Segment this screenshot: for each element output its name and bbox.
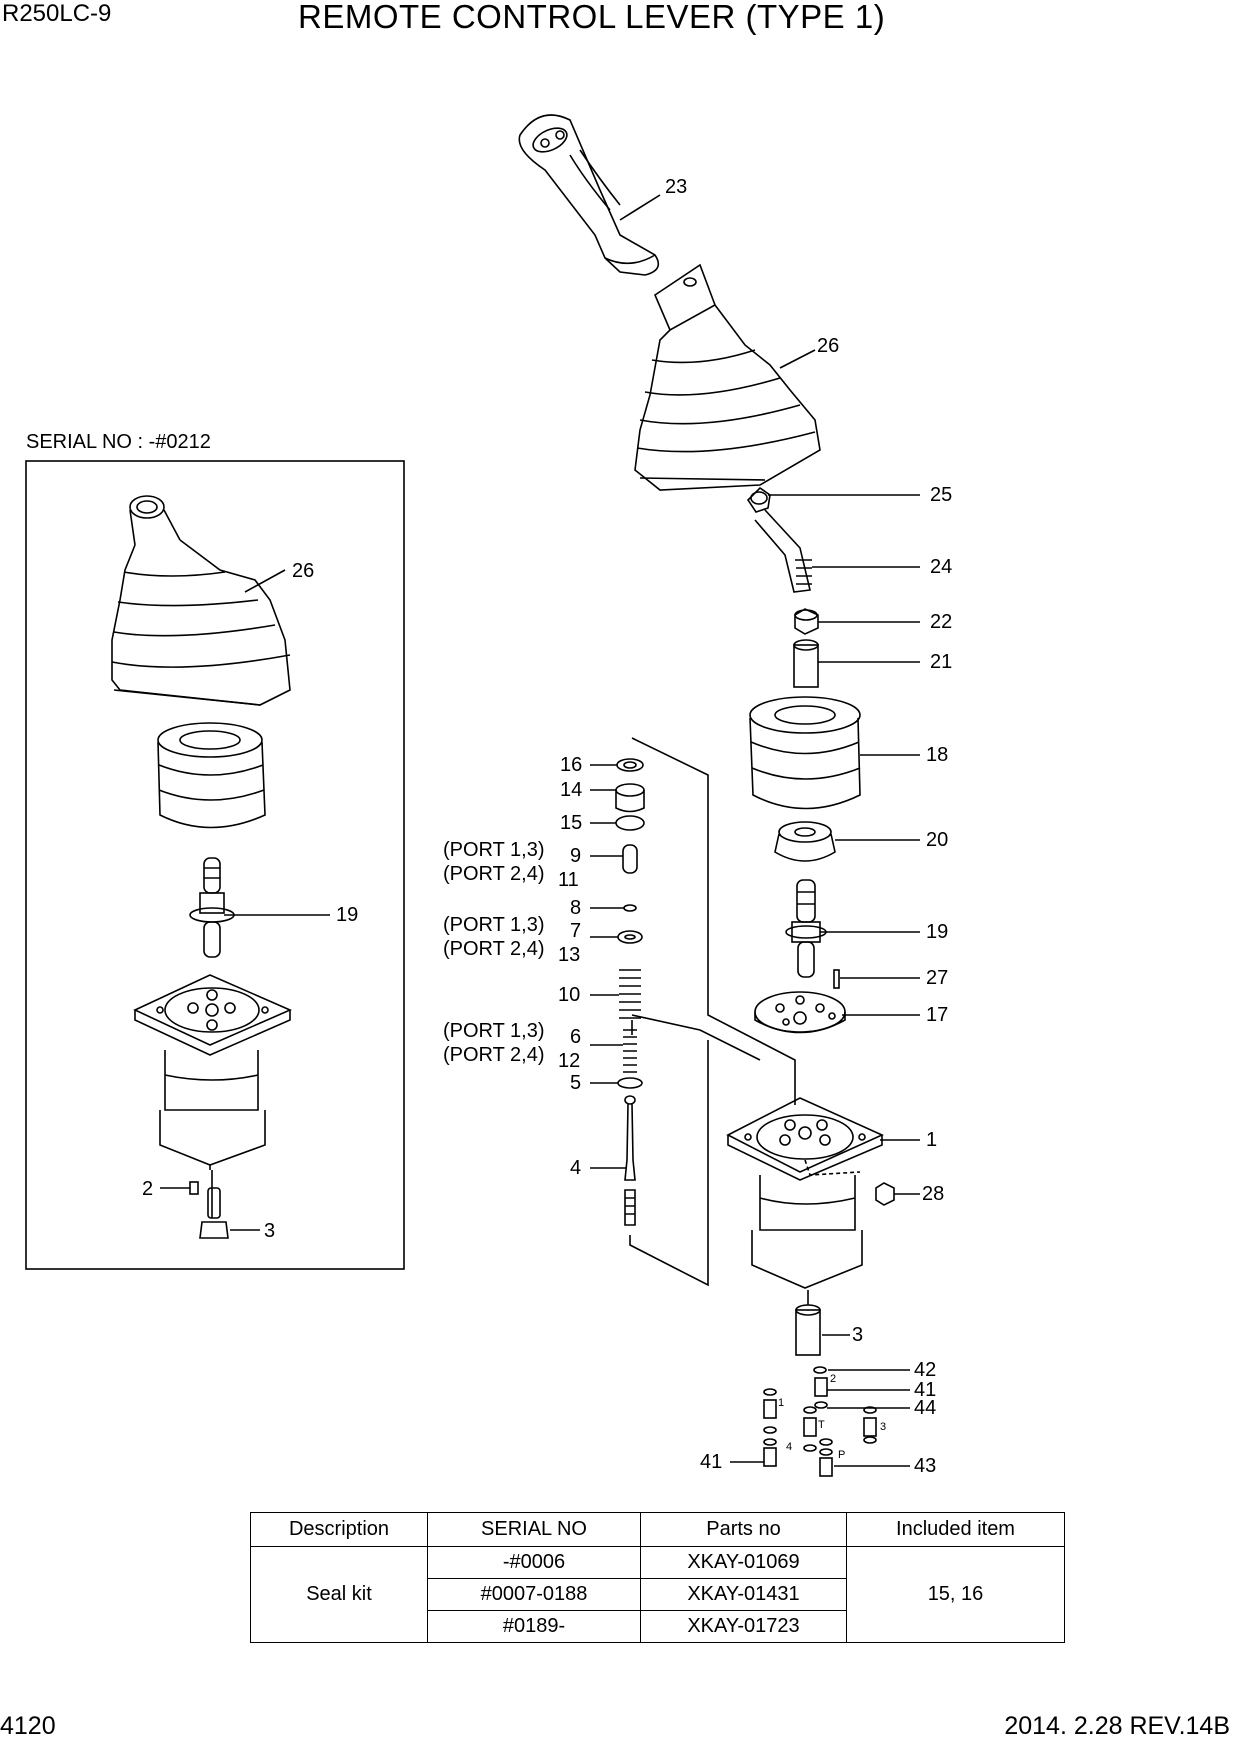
inset-callout-26: 26 <box>292 560 314 582</box>
seal-kit-table: Description SERIAL NO Parts no Included … <box>250 1512 1065 1643</box>
callout-43: 43 <box>914 1455 936 1477</box>
callout-1: 1 <box>926 1129 937 1151</box>
port-mark-2: 2 <box>830 1373 836 1385</box>
callout-8: 8 <box>570 897 581 919</box>
table-header-description: Description <box>250 1512 428 1547</box>
main-housing <box>726 1097 884 1289</box>
table-header-included: Included item <box>846 1512 1065 1547</box>
pin <box>833 969 840 989</box>
table-cell-description: Seal kit <box>250 1546 428 1643</box>
port-label-24-a: (PORT 2,4) <box>443 863 545 885</box>
callout-7: 7 <box>570 920 581 942</box>
main-rod <box>785 879 827 978</box>
callout-44: 44 <box>914 1397 936 1419</box>
callout-5: 5 <box>570 1072 581 1094</box>
port-fittings <box>763 1366 877 1477</box>
pilot-valve-parts <box>615 758 645 1226</box>
callout-15: 15 <box>560 812 582 834</box>
port-label-24-c: (PORT 2,4) <box>443 1044 545 1066</box>
callout-13: 13 <box>558 944 580 966</box>
main-boot <box>634 263 821 491</box>
page-title: REMOTE CONTROL LEVER (TYPE 1) <box>298 0 886 35</box>
lever-rod <box>754 509 812 593</box>
table-header-serial: SERIAL NO <box>427 1512 641 1547</box>
callout-22: 22 <box>930 611 952 633</box>
callout-18: 18 <box>926 744 948 766</box>
port-label-13-b: (PORT 1,3) <box>443 914 545 936</box>
callout-14: 14 <box>560 779 582 801</box>
table-row: #0189- XKAY-01723 <box>251 1610 1065 1643</box>
inset-housing <box>133 974 292 1170</box>
port-mark-1: 1 <box>778 1397 784 1409</box>
callout-28: 28 <box>922 1183 944 1205</box>
port-mark-t: T <box>818 1419 825 1431</box>
leader-inset-26 <box>244 569 286 593</box>
callout-27: 27 <box>926 967 948 989</box>
inset-bolts <box>189 1170 229 1239</box>
callout-41-lower: 41 <box>700 1451 722 1473</box>
callout-41-upper: 41 <box>914 1379 936 1401</box>
callout-25: 25 <box>930 484 952 506</box>
callout-12: 12 <box>558 1050 580 1072</box>
callout-19: 19 <box>926 921 948 943</box>
table-cell-serial: #0189- <box>427 1610 641 1643</box>
inset-callout-19: 19 <box>336 904 358 926</box>
table-cell-serial: #0007-0188 <box>427 1578 641 1611</box>
assembly-bracket-lines <box>629 737 796 1287</box>
port-label-24-b: (PORT 2,4) <box>443 938 545 960</box>
callout-24: 24 <box>930 556 952 578</box>
main-leader-lines <box>590 194 920 1467</box>
callout-20: 20 <box>926 829 948 851</box>
callout-6: 6 <box>570 1026 581 1048</box>
callout-26: 26 <box>817 335 839 357</box>
bushing <box>795 1290 821 1356</box>
inset-dome <box>157 722 266 829</box>
cap-nut <box>746 486 771 513</box>
callout-9: 9 <box>570 845 581 867</box>
callout-10: 10 <box>558 984 580 1006</box>
table-header-parts: Parts no <box>640 1512 847 1547</box>
sleeve <box>793 639 819 688</box>
hex-nut <box>794 608 819 635</box>
port-label-13-c: (PORT 1,3) <box>443 1020 545 1042</box>
inset-callout-3: 3 <box>264 1220 275 1242</box>
inset-rod <box>189 857 235 958</box>
table-cell-part: XKAY-01069 <box>640 1546 847 1579</box>
table-header-row: Description SERIAL NO Parts no Included … <box>250 1512 1065 1547</box>
table-cell-serial: -#0006 <box>427 1546 641 1579</box>
callout-21: 21 <box>930 651 952 673</box>
model-number: R250LC-9 <box>2 0 112 27</box>
table-row: #0007-0188 XKAY-01431 <box>251 1578 1065 1611</box>
page-number: 4120 <box>0 1712 56 1740</box>
callout-4: 4 <box>570 1157 581 1179</box>
plate <box>754 991 846 1034</box>
callout-42: 42 <box>914 1359 936 1381</box>
inset-frame <box>25 460 405 1270</box>
callout-11: 11 <box>558 869 579 891</box>
callout-17: 17 <box>926 1004 948 1026</box>
inset-serial-note: SERIAL NO : -#0212 <box>26 431 211 453</box>
port-mark-4: 4 <box>786 1441 792 1453</box>
table-cell-part: XKAY-01431 <box>640 1578 847 1611</box>
port-label-13-a: (PORT 1,3) <box>443 839 545 861</box>
table-cell-part: XKAY-01723 <box>640 1610 847 1643</box>
cup <box>774 821 836 862</box>
table-cell-included: 15, 16 <box>846 1546 1065 1643</box>
table-row: Seal kit -#0006 XKAY-01069 15, 16 <box>250 1546 1065 1643</box>
inset-callout-2: 2 <box>142 1178 153 1200</box>
port-mark-3: 3 <box>880 1421 886 1433</box>
callout-3: 3 <box>852 1324 863 1346</box>
plug <box>875 1182 895 1206</box>
callout-23: 23 <box>665 176 687 198</box>
revision-date: 2014. 2.28 REV.14B <box>1004 1712 1230 1740</box>
callout-16: 16 <box>560 754 582 776</box>
grip-handle <box>518 114 660 276</box>
port-mark-p: P <box>838 1449 845 1461</box>
inset-boot <box>111 495 291 706</box>
main-dome <box>749 696 861 810</box>
